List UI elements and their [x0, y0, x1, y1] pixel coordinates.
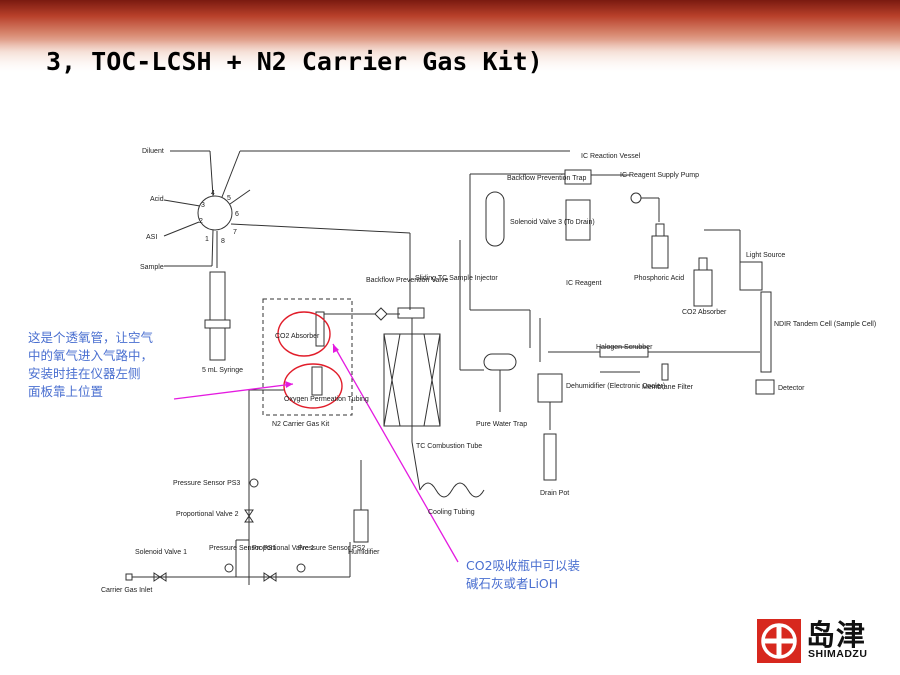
ic-reaction-vessel — [564, 169, 592, 185]
label-ps3: Pressure Sensor PS3 — [173, 480, 240, 487]
co2-absorber-highlight — [277, 311, 331, 357]
backflow-valve-symbol — [374, 307, 388, 321]
annotation-oxygen-tubing: 这是个透氧管，让空气 中的氧气进入气路中， 安装时挂在仪器左侧 面板靠上位置 — [28, 330, 154, 399]
label-ic-reagent: IC Reagent — [566, 280, 601, 287]
light-source — [739, 261, 763, 291]
label-sample: Sample — [140, 264, 164, 271]
label-phosphoric: Phosphoric Acid — [634, 275, 684, 282]
label-light-source: Light Source — [746, 252, 785, 259]
label-dehumidifier: Dehumidifier (Electronic Cooler) — [566, 383, 665, 390]
detector — [755, 379, 775, 395]
slide-title: 3, TOC-LCSH + N2 Carrier Gas Kit) — [46, 47, 543, 76]
label-port-3: 3 — [201, 202, 205, 209]
label-sliding-tc: Sliding TC Sample Injector — [415, 275, 498, 282]
label-diluent: Diluent — [142, 148, 164, 155]
label-port-8: 8 — [221, 238, 225, 245]
label-humidifier: Humidifier — [348, 549, 380, 556]
label-drain-pot: Drain Pot — [540, 490, 569, 497]
label-backflow-valve: Backflow Prevention Valve — [366, 277, 448, 284]
label-syringe: 5 mL Syringe — [202, 367, 243, 374]
label-backflow-trap: Backflow Prevention Trap — [507, 175, 586, 182]
label-pure-water-trap: Pure Water Trap — [476, 421, 527, 428]
label-solenoid3: Solenoid Valve 3 (To Drain) — [510, 219, 595, 226]
label-carrier-inlet: Carrier Gas Inlet — [101, 587, 152, 594]
backflow-prevention-trap — [485, 191, 505, 247]
label-co2-absorber: CO2 Absorber — [682, 309, 727, 316]
label-kit: N2 Carrier Gas Kit — [272, 421, 329, 428]
pointer-line-right — [332, 343, 459, 563]
phosphoric-acid-bottle — [651, 235, 669, 269]
label-ps2: Pressure Sensor PS2 — [298, 545, 365, 552]
label-port-6: 6 — [235, 211, 239, 218]
logo-english: SHIMADZU — [808, 648, 868, 660]
label-port-4: 4 — [211, 190, 215, 197]
ndir-cell — [760, 291, 772, 373]
n2-kit-box — [262, 298, 353, 416]
label-pv2: Proportional Valve 2 — [176, 511, 239, 518]
label-port-2: 2 — [199, 218, 203, 225]
label-co2-absorber-kit: CO2 Absorber — [275, 333, 320, 340]
label-halogen: Halogen Scrubber — [596, 344, 653, 351]
ic-pump-symbol — [630, 192, 642, 204]
label-port-7: 7 — [233, 229, 237, 236]
label-ic-vessel: IC Reaction Vessel — [581, 153, 641, 160]
label-ic-pump: IC Reagent Supply Pump — [620, 172, 699, 179]
eight-port-valve — [197, 195, 233, 231]
label-detector: Detector — [778, 385, 805, 392]
co2-absorber-bottle — [693, 269, 713, 307]
syringe-plunger — [204, 319, 231, 329]
label-acid: Acid — [150, 196, 164, 203]
label-cooling: Cooling Tubing — [428, 509, 475, 516]
oxygen-tubing-highlight — [283, 363, 343, 409]
label-solenoid1: Solenoid Valve 1 — [135, 549, 187, 556]
label-oxygen-tubing: Oxygen Permeation Tubing — [284, 396, 369, 403]
logo-chinese: 岛津 — [806, 618, 867, 652]
drain-pot — [543, 433, 557, 481]
label-asi: ASI — [146, 234, 157, 241]
label-ps1: Pressure Sensor PS1 — [209, 545, 276, 552]
label-membrane: Membrane Filter — [642, 384, 694, 391]
humidifier — [353, 509, 369, 543]
label-pv1: Proportional Valve 1 — [252, 545, 315, 552]
cooling-tubing — [419, 482, 485, 498]
label-tc-tube: TC Combustion Tube — [416, 443, 482, 450]
syringe-barrel — [209, 271, 226, 321]
dehumidifier — [537, 373, 563, 403]
label-port-5: 5 — [227, 195, 231, 202]
header-banner-fade — [0, 40, 900, 100]
pointer-line-left — [173, 383, 294, 400]
membrane-filter — [661, 363, 669, 381]
label-port-1: 1 — [205, 236, 209, 243]
annotation-co2-absorber: CO2吸收瓶中可以装 碱石灰或者LiOH — [466, 558, 581, 591]
shimadzu-logo-icon — [757, 619, 801, 663]
label-ndir: NDIR Tandem Cell (Sample Cell) — [774, 321, 876, 328]
pure-water-trap — [483, 353, 517, 371]
